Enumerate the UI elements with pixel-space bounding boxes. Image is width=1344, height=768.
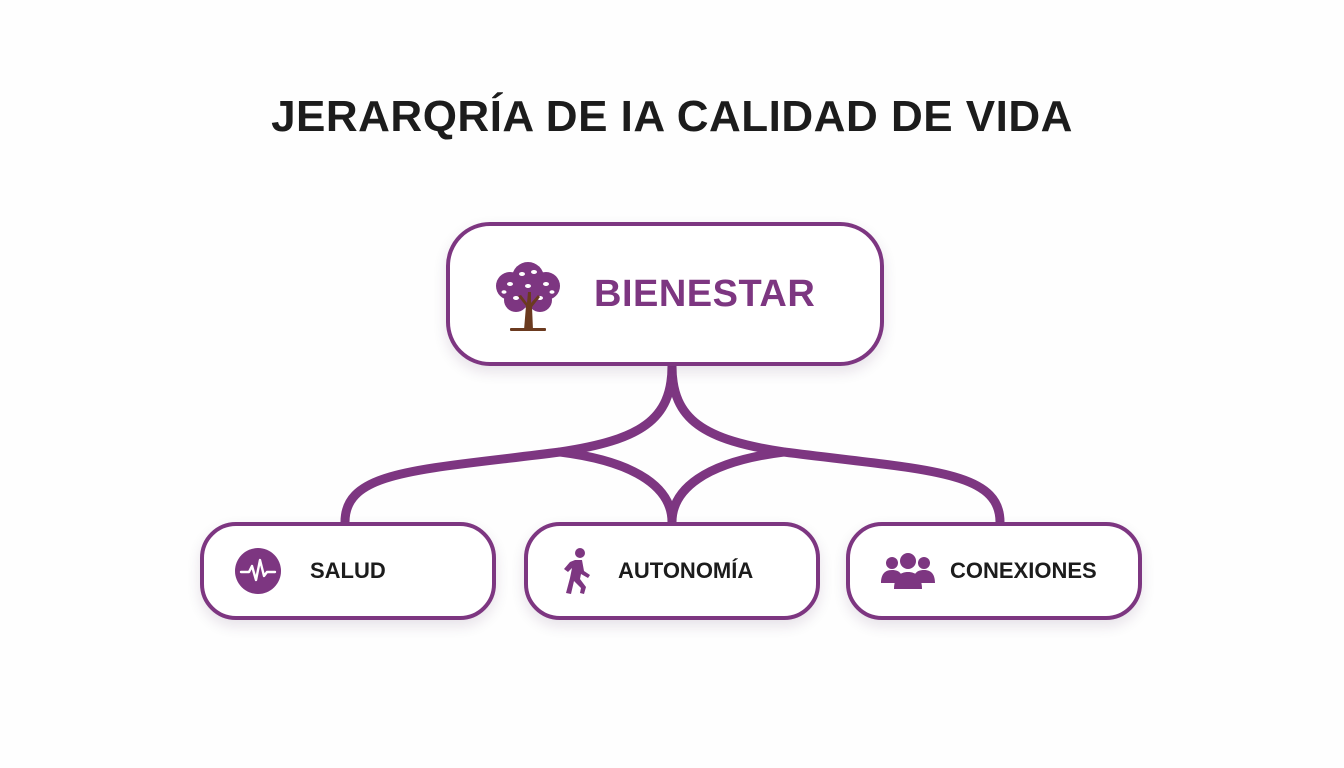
child-label-salud: SALUD xyxy=(310,558,386,583)
connector-stem xyxy=(340,361,677,527)
connector-center-left xyxy=(555,447,677,527)
heartbeat-icon xyxy=(234,547,282,595)
root-label: BIENESTAR xyxy=(594,272,816,315)
child-label-conexiones: CONEXIONES xyxy=(950,558,1097,583)
group-people-icon xyxy=(880,551,936,591)
connector-stem-right xyxy=(667,361,1005,527)
child-node-conexiones: CONEXIONES xyxy=(846,522,1142,620)
child-label-autonomia: AUTONOMÍA xyxy=(618,558,754,583)
connector-center-right xyxy=(667,447,789,527)
child-node-salud: SALUD xyxy=(200,522,496,620)
diagram-title: JERARQRÍA DE IA CALIDAD DE VIDA xyxy=(271,92,1073,141)
tree-icon xyxy=(488,254,568,334)
root-node-bienestar: BIENESTAR xyxy=(446,222,884,366)
child-node-autonomia: AUTONOMÍA xyxy=(524,522,820,620)
walking-person-icon xyxy=(558,547,596,595)
